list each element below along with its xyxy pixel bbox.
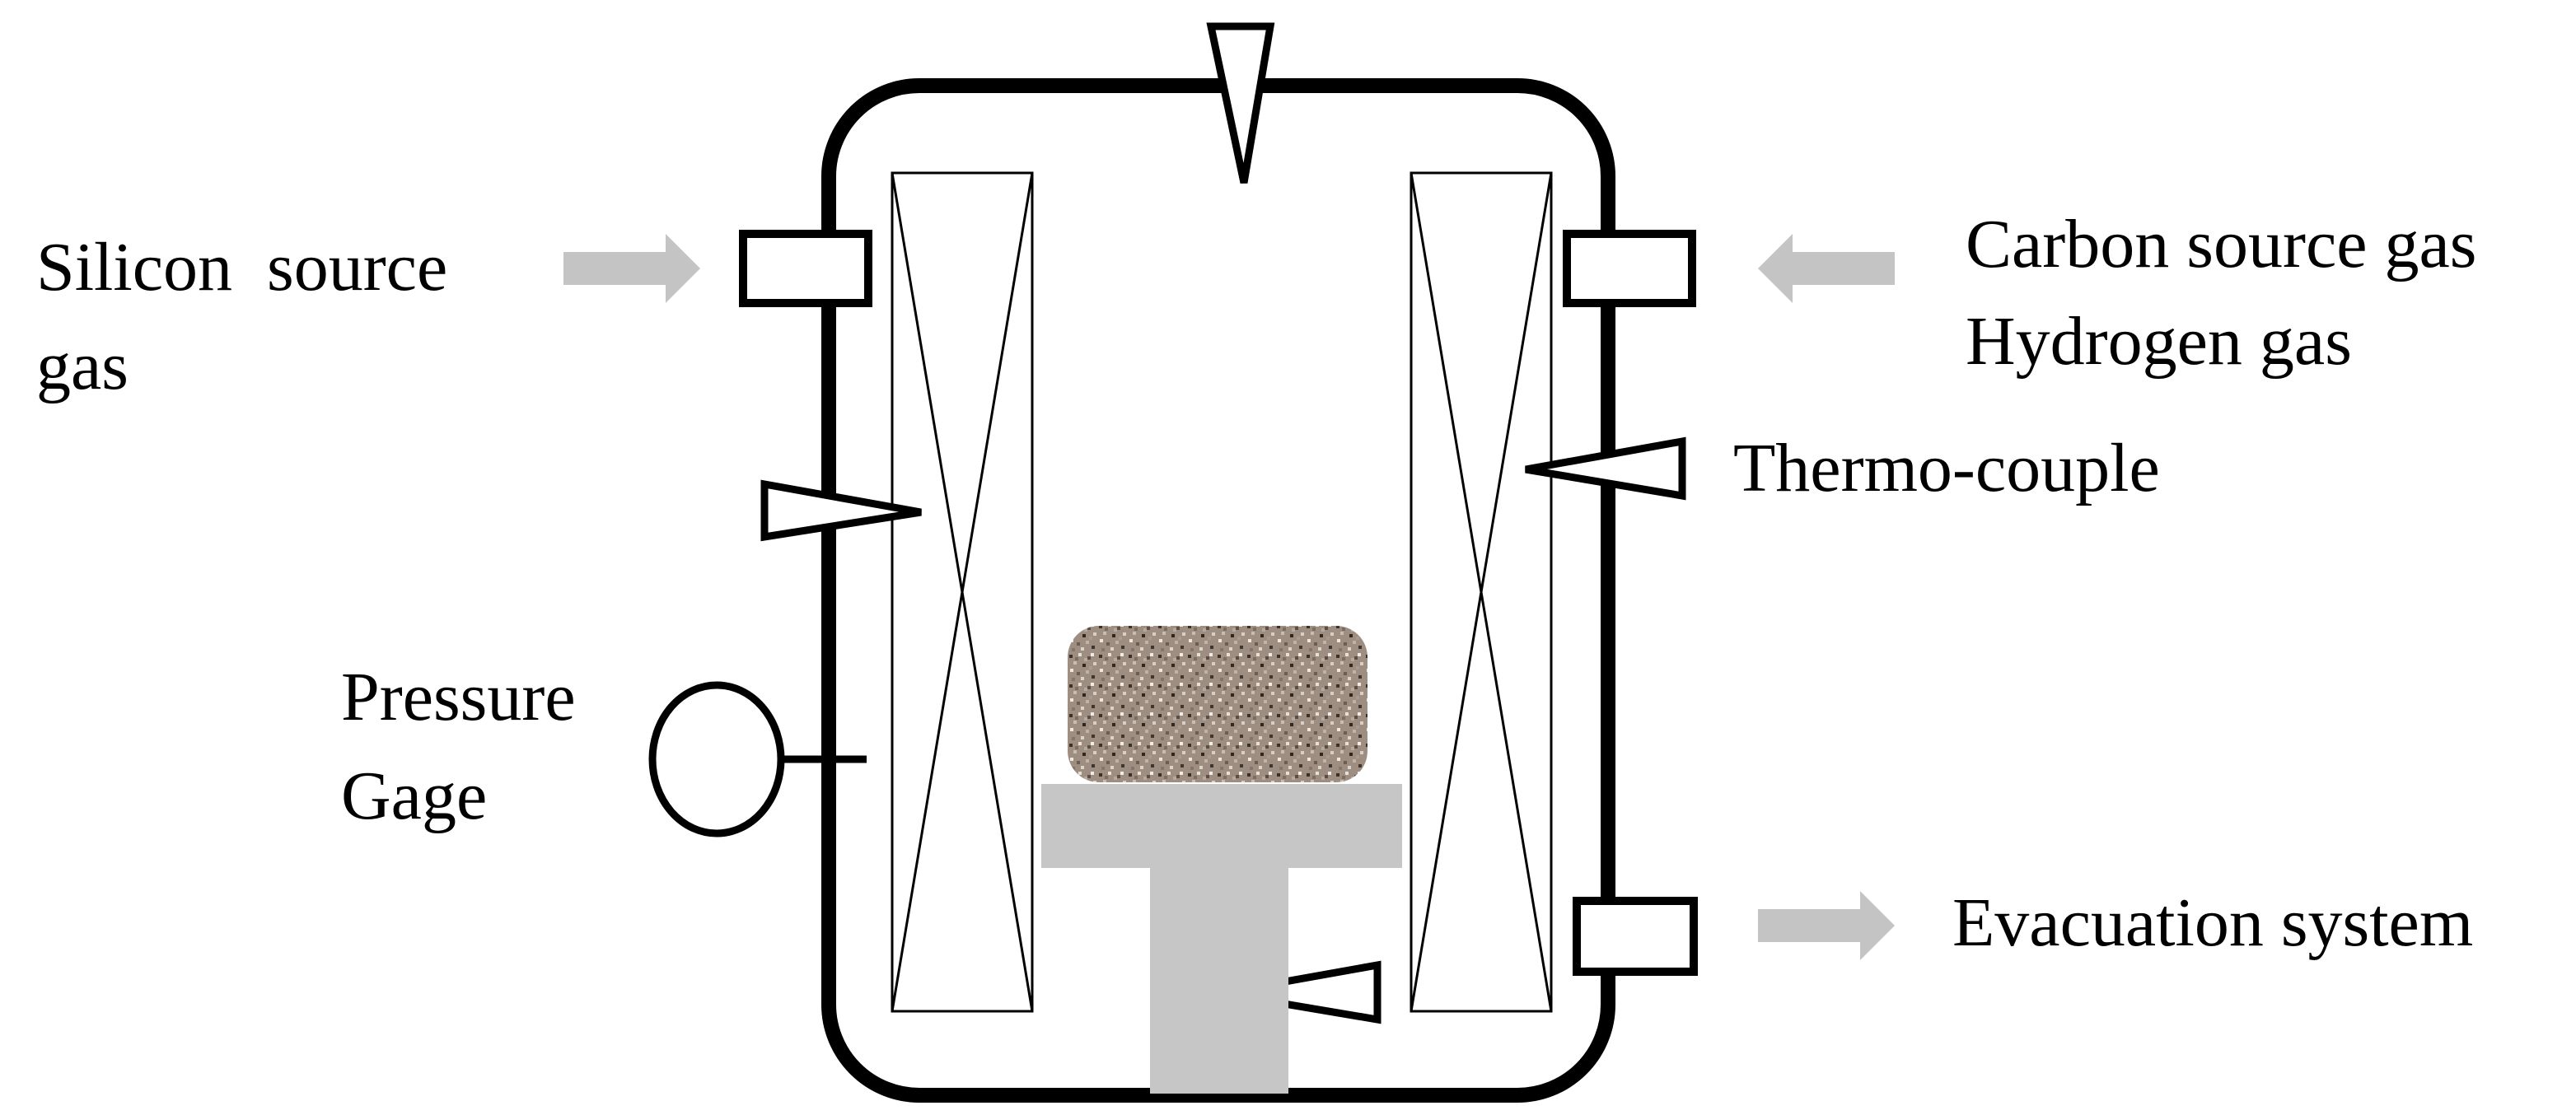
- top-thermocouple: [1206, 22, 1275, 184]
- reactor-chamber: [821, 78, 1615, 1103]
- bottom-thermocouple: [1220, 960, 1382, 1024]
- silicon-source-gas-label-line2: gas: [36, 328, 129, 404]
- evacuation-port: [1573, 897, 1698, 976]
- right-thermocouple: [1525, 436, 1686, 501]
- pressure-gage-label-line1: Pressure: [341, 659, 576, 735]
- left-thermocouple: [760, 479, 922, 542]
- carbon-gas-arrow-icon: [1758, 234, 1895, 303]
- silicon-gas-arrow-icon: [563, 234, 700, 303]
- carbon-gas-inlet-port: [1563, 230, 1696, 307]
- evacuation-arrow-icon: [1758, 891, 1895, 960]
- pressure-gage-label-line2: Gage: [341, 758, 487, 834]
- carbon-source-gas-label: Carbon source gas: [1966, 206, 2476, 282]
- thermocouple-label: Thermo-couple: [1733, 430, 2160, 506]
- pressure-gage: [648, 681, 867, 837]
- right-heater-coil: [1410, 171, 1553, 1013]
- hydrogen-gas-label: Hydrogen gas: [1966, 303, 2352, 380]
- silicon-source-gas-label-line1: Silicon source: [36, 229, 447, 306]
- sample-holder: [1041, 784, 1402, 1094]
- silicon-gas-inlet-port: [739, 230, 872, 307]
- sample: [1068, 626, 1367, 782]
- evacuation-system-label: Evacuation system: [1952, 884, 2473, 961]
- left-heater-coil: [891, 171, 1034, 1013]
